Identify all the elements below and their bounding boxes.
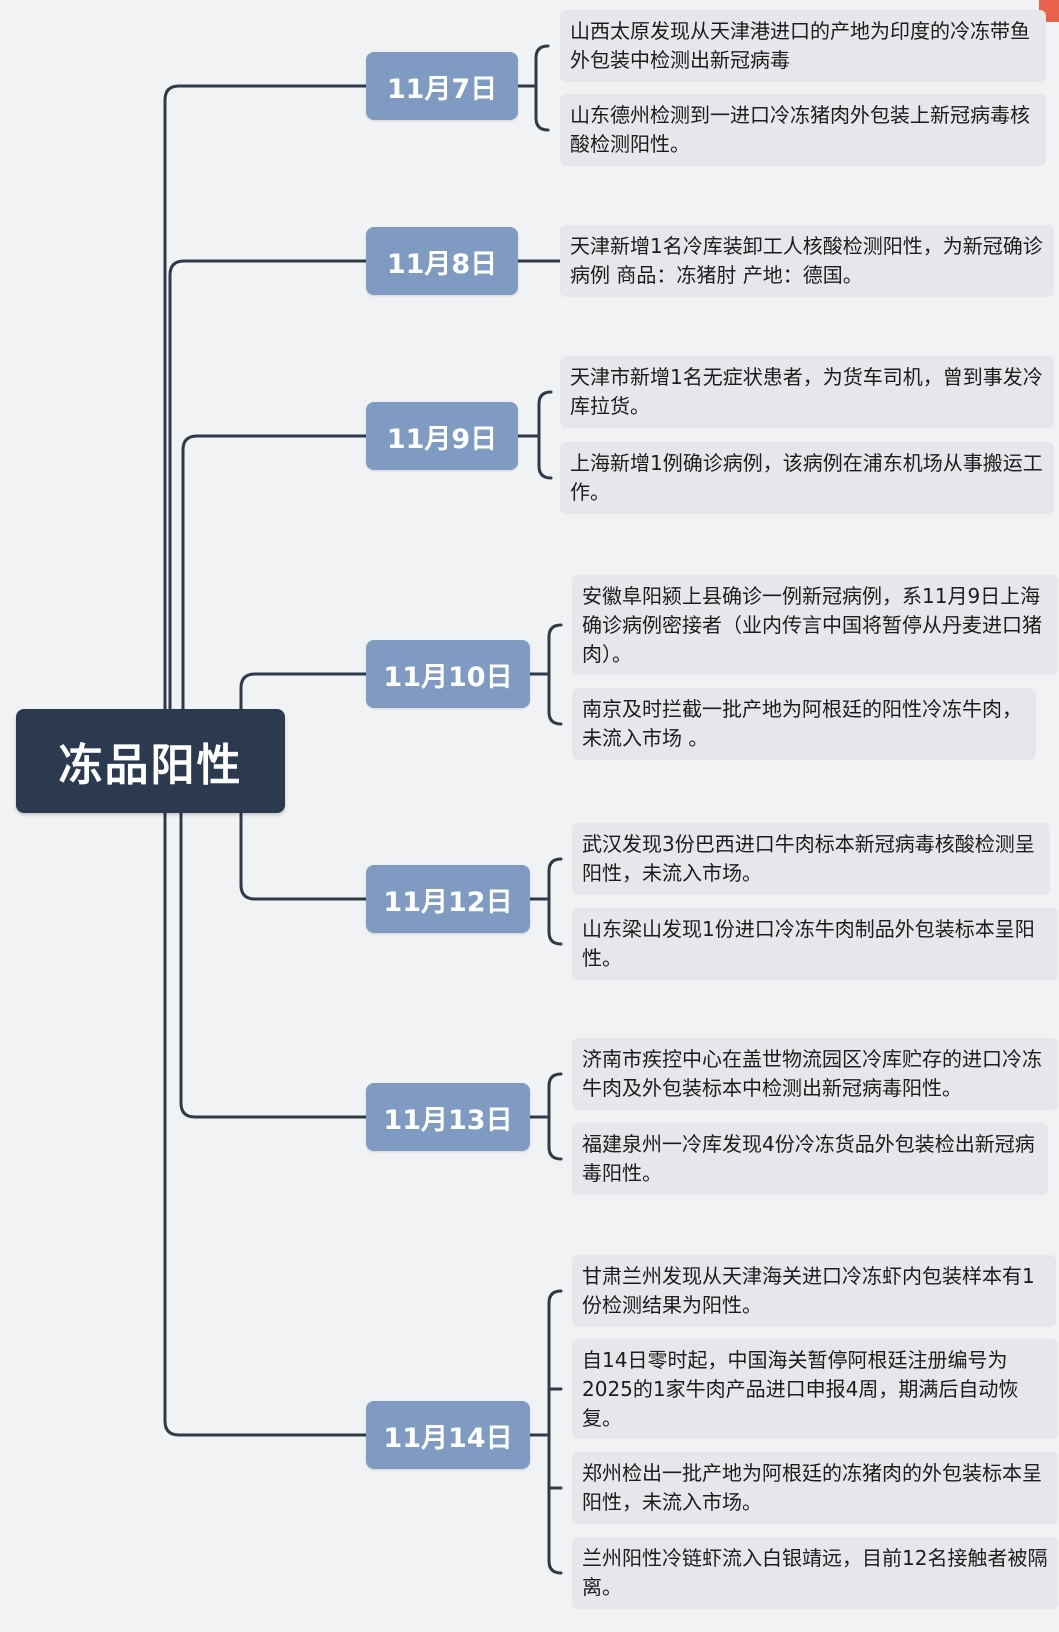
leaf-bracket-6 bbox=[547, 1289, 563, 1575]
root-connector-3 bbox=[239, 672, 368, 711]
date-node: 11月14日 bbox=[366, 1401, 530, 1469]
date-node: 11月10日 bbox=[366, 640, 530, 708]
root-connector-5 bbox=[179, 811, 368, 1119]
event-item: 济南市疾控中心在盖世物流园区冷库贮存的进口冷冻牛肉及外包装标本中检测出新冠病毒阳… bbox=[572, 1038, 1058, 1110]
root-connector-2 bbox=[181, 434, 368, 711]
event-item: 武汉发现3份巴西进口牛肉标本新冠病毒核酸检测呈阳性，未流入市场。 bbox=[572, 823, 1050, 895]
leaf-bracket-3 bbox=[547, 623, 563, 726]
leaf-bracket-4 bbox=[547, 857, 563, 946]
event-item: 甘肃兰州发现从天津海关进口冷冻虾内包装样本有1份检测结果为阳性。 bbox=[572, 1255, 1056, 1327]
event-item: 福建泉州一冷库发现4份冷冻货品外包装检出新冠病毒阳性。 bbox=[572, 1123, 1048, 1195]
event-item: 山东德州检测到一进口冷冻猪肉外包装上新冠病毒核酸检测阳性。 bbox=[560, 94, 1046, 166]
event-item: 山东梁山发现1份进口冷冻牛肉制品外包装标本呈阳性。 bbox=[572, 908, 1058, 980]
leaf-bracket-2 bbox=[537, 390, 553, 480]
event-item: 天津市新增1名无症状患者，为货车司机，曾到事发冷库拉货。 bbox=[560, 356, 1054, 428]
event-item: 天津新增1名冷库装卸工人核酸检测阳性，为新冠确诊病例 商品：冻猪肘 产地：德国。 bbox=[560, 225, 1054, 297]
event-item: 上海新增1例确诊病例，该病例在浦东机场从事搬运工作。 bbox=[560, 442, 1054, 514]
date-node: 11月13日 bbox=[366, 1083, 530, 1151]
leaf-bracket-0 bbox=[534, 44, 550, 132]
root-connector-1 bbox=[168, 259, 368, 711]
root-connector-4 bbox=[239, 811, 368, 901]
event-item: 郑州检出一批产地为阿根廷的冻猪肉的外包装标本呈阳性，未流入市场。 bbox=[572, 1452, 1058, 1524]
event-item: 安徽阜阳颍上县确诊一例新冠病例，系11月9日上海确诊病例密接者（业内传言中国将暂… bbox=[572, 575, 1058, 675]
date-node: 11月9日 bbox=[366, 402, 518, 470]
event-item: 兰州阳性冷链虾流入白银靖远，目前12名接触者被隔离。 bbox=[572, 1537, 1058, 1609]
date-node: 11月8日 bbox=[366, 227, 518, 295]
date-node: 11月7日 bbox=[366, 52, 518, 120]
event-item: 南京及时拦截一批产地为阿根廷的阳性冷冻牛肉，未流入市场 。 bbox=[572, 688, 1036, 760]
date-node: 11月12日 bbox=[366, 865, 530, 933]
event-item: 山西太原发现从天津港进口的产地为印度的冷冻带鱼外包装中检测出新冠病毒 bbox=[560, 10, 1046, 82]
event-item: 自14日零时起，中国海关暂停阿根廷注册编号为2025的1家牛肉产品进口申报4周，… bbox=[572, 1339, 1058, 1439]
root-connector-0 bbox=[163, 84, 368, 711]
leaf-bracket-5 bbox=[547, 1072, 563, 1161]
root-connector-6 bbox=[163, 811, 368, 1437]
root-node: 冻品阳性 bbox=[16, 709, 285, 813]
